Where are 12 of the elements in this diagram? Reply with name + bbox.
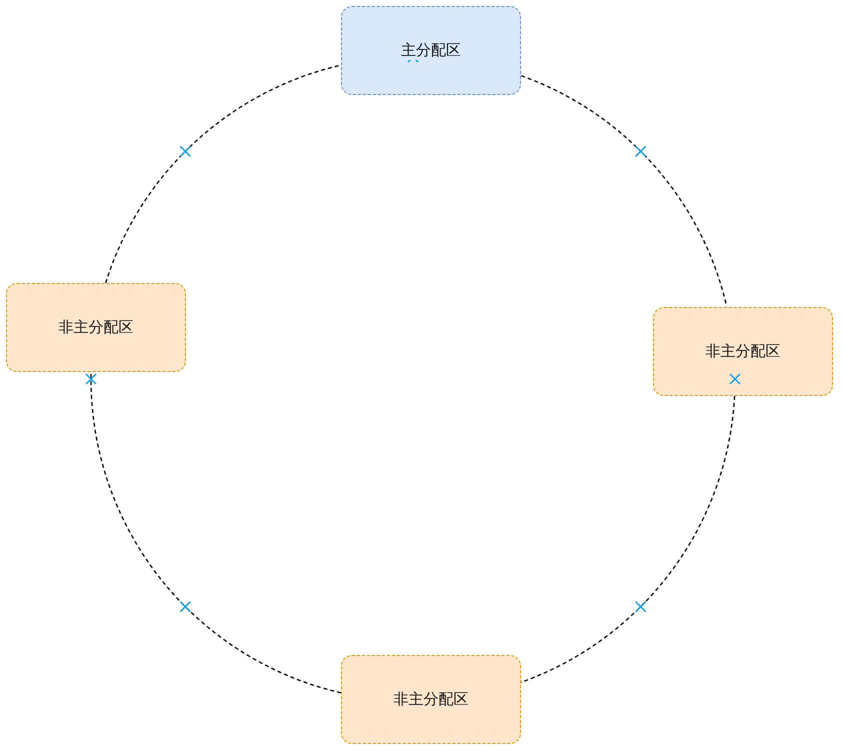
- box-label: 非主分配区: [58, 318, 134, 337]
- box-label: 非主分配区: [706, 342, 780, 361]
- dashed-arc: [90, 372, 342, 694]
- partition-box: [341, 655, 521, 744]
- partition-box: [341, 6, 521, 95]
- partition-box: [6, 283, 186, 372]
- dashed-arc: [105, 64, 341, 284]
- dashed-arc: [520, 396, 736, 683]
- box-label: 非主分配区: [394, 690, 468, 709]
- dashed-arc: [520, 75, 728, 307]
- box-label: 主分配区: [401, 41, 461, 60]
- partition-box: [653, 307, 833, 396]
